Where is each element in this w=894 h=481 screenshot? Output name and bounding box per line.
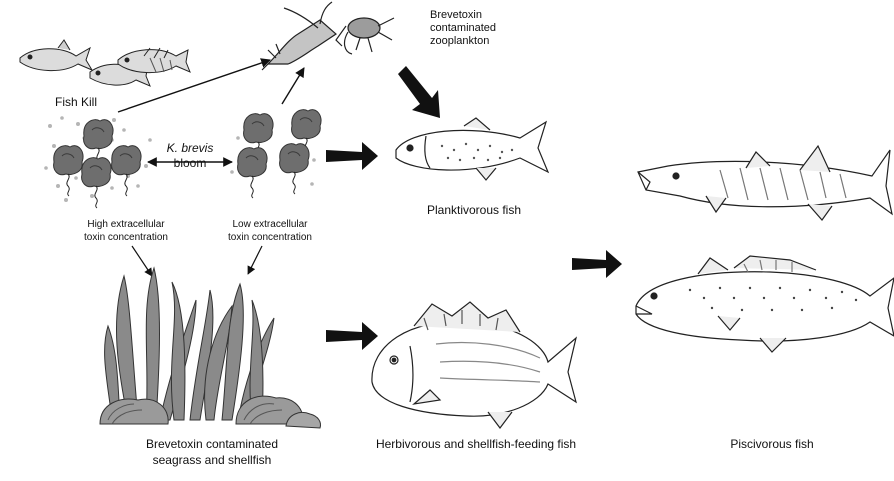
- algae-cell-icon: [280, 144, 309, 194]
- zooplankton-label-line2: contaminated: [430, 22, 496, 34]
- low-toxin-label: Low extracellular toxin concentration: [228, 219, 312, 243]
- seagrass-icon: [105, 268, 274, 420]
- fish-kill-label: Fish Kill: [55, 95, 97, 109]
- bloom-species-label: K. brevis: [167, 141, 214, 155]
- big-arrow-zooplankton-to-planktivore: [398, 66, 440, 118]
- arrow-high-toxin-to-seagrass: [132, 246, 152, 276]
- algae-cell-icon: [54, 146, 83, 196]
- arrow-low-toxin-to-seagrass: [248, 246, 262, 274]
- high-toxin-label: High extracellular toxin concentration: [84, 219, 168, 243]
- seagrass-label-line2: seagrass and shellfish: [153, 453, 272, 467]
- copepod-icon: [262, 2, 394, 70]
- zooplankton-label: Brevetoxin contaminated zooplankton: [430, 9, 496, 47]
- algae-cell-icon: [238, 148, 267, 198]
- barracuda-icon: [638, 146, 892, 220]
- big-arrow-bloom-to-planktivore: [326, 142, 378, 170]
- seagrass-label-line1: Brevetoxin contaminated: [146, 437, 278, 451]
- zooplankton-label-line1: Brevetoxin: [430, 9, 482, 21]
- low-toxin-label-line2: toxin concentration: [228, 232, 312, 243]
- seatrout-icon: [636, 256, 894, 352]
- bloom-low-cluster: [230, 110, 321, 198]
- bloom-high-cluster: [44, 116, 152, 208]
- planktivorous-label: Planktivorous fish: [427, 203, 521, 217]
- algae-cell-icon: [82, 158, 111, 208]
- herring-icon: [396, 118, 548, 180]
- porgy-icon: [372, 302, 576, 428]
- bloom-word-label: bloom: [174, 156, 207, 170]
- piscivorous-label: Piscivorous fish: [730, 437, 813, 451]
- high-toxin-label-line1: High extracellular: [87, 219, 165, 230]
- algae-cell-icon: [112, 146, 141, 196]
- herbivorous-label: Herbivorous and shellfish-feeding fish: [376, 437, 576, 451]
- fish-school-icon: [20, 40, 190, 86]
- seagrass-label: Brevetoxin contaminated seagrass and she…: [146, 437, 278, 467]
- big-arrow-to-piscivores: [572, 250, 622, 278]
- big-arrow-seagrass-to-herbivore: [326, 322, 378, 350]
- low-toxin-label-line1: Low extracellular: [232, 219, 308, 230]
- zooplankton-label-line3: zooplankton: [430, 35, 489, 47]
- arrow-bloom-to-zooplankton-right: [282, 68, 304, 104]
- fish-kill-group: Fish Kill: [20, 40, 190, 109]
- high-toxin-label-line2: toxin concentration: [84, 232, 168, 243]
